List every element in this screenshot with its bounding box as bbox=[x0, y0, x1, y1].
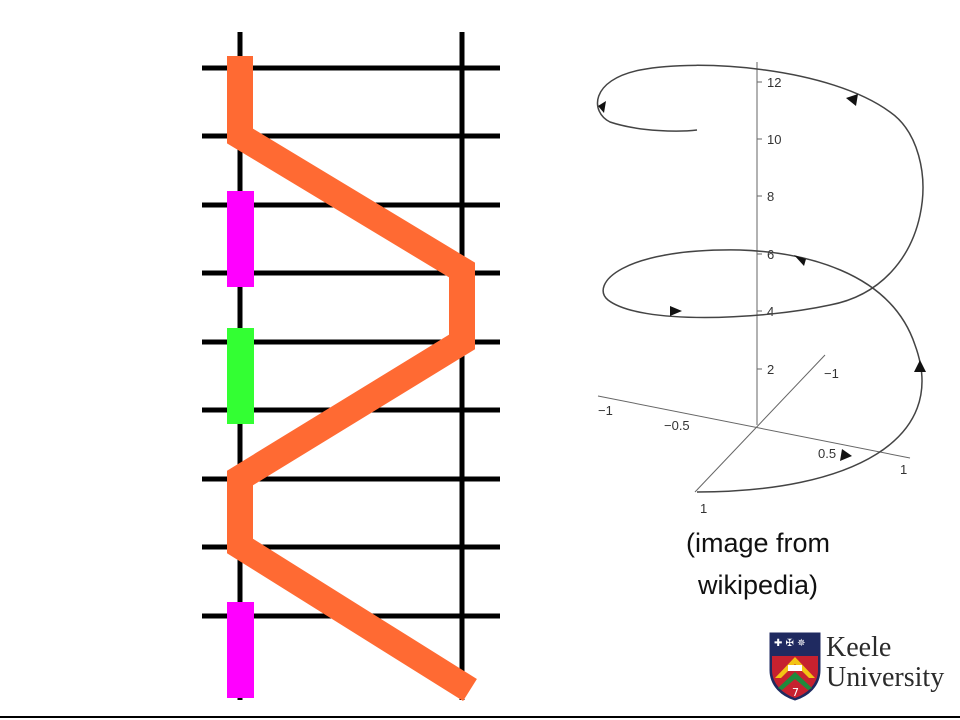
logo-name-line: University bbox=[826, 662, 945, 693]
z-tick-label: 6 bbox=[767, 247, 774, 262]
arrow-icon bbox=[598, 101, 606, 113]
caption-line: (image from bbox=[685, 528, 831, 558]
x-tick-label: −0.5 bbox=[664, 418, 690, 433]
z-tick-label: 12 bbox=[767, 75, 781, 90]
svg-text:✚ ✠ ✵: ✚ ✠ ✵ bbox=[774, 638, 806, 649]
orange-zigzag-path bbox=[227, 56, 477, 702]
arrow-icon bbox=[670, 306, 682, 316]
keele-university-logo: ✚ ✠ ✵ 7 bbox=[769, 632, 821, 701]
arrow-icon bbox=[846, 94, 858, 106]
z-ticks bbox=[757, 81, 762, 370]
green-block bbox=[227, 328, 254, 424]
y-tick-label: −1 bbox=[824, 366, 839, 381]
arrow-icon bbox=[794, 255, 806, 266]
x-tick-label: 0.5 bbox=[818, 446, 836, 461]
z-tick-label: 2 bbox=[767, 362, 774, 377]
z-tick-label: 10 bbox=[767, 132, 781, 147]
magenta-block bbox=[227, 191, 254, 287]
helix-arrowheads bbox=[598, 94, 926, 461]
helix-curve bbox=[596, 64, 924, 493]
ladder-blocks bbox=[227, 191, 254, 698]
arrow-icon bbox=[914, 360, 926, 372]
helix-axes bbox=[597, 62, 911, 493]
arrow-icon bbox=[840, 449, 852, 461]
shield-numeral: 7 bbox=[792, 686, 799, 699]
z-tick-label: 8 bbox=[767, 189, 774, 204]
ladder-diagram bbox=[202, 32, 500, 702]
z-tick-label: 4 bbox=[767, 304, 774, 319]
caption-line: wikipedia) bbox=[697, 570, 819, 600]
image-caption: (image from wikipedia) bbox=[640, 522, 876, 606]
logo-name-line: Keele bbox=[826, 632, 892, 663]
x-tick-label: 1 bbox=[900, 462, 907, 477]
y-axis bbox=[694, 354, 826, 493]
x-axis bbox=[597, 395, 911, 459]
slide-bottom-rule bbox=[0, 716, 960, 718]
magenta-block bbox=[227, 602, 254, 698]
x-tick-label: −1 bbox=[598, 403, 613, 418]
y-tick-label: 1 bbox=[700, 501, 707, 516]
logo-wordmark: Keele University bbox=[826, 633, 944, 693]
